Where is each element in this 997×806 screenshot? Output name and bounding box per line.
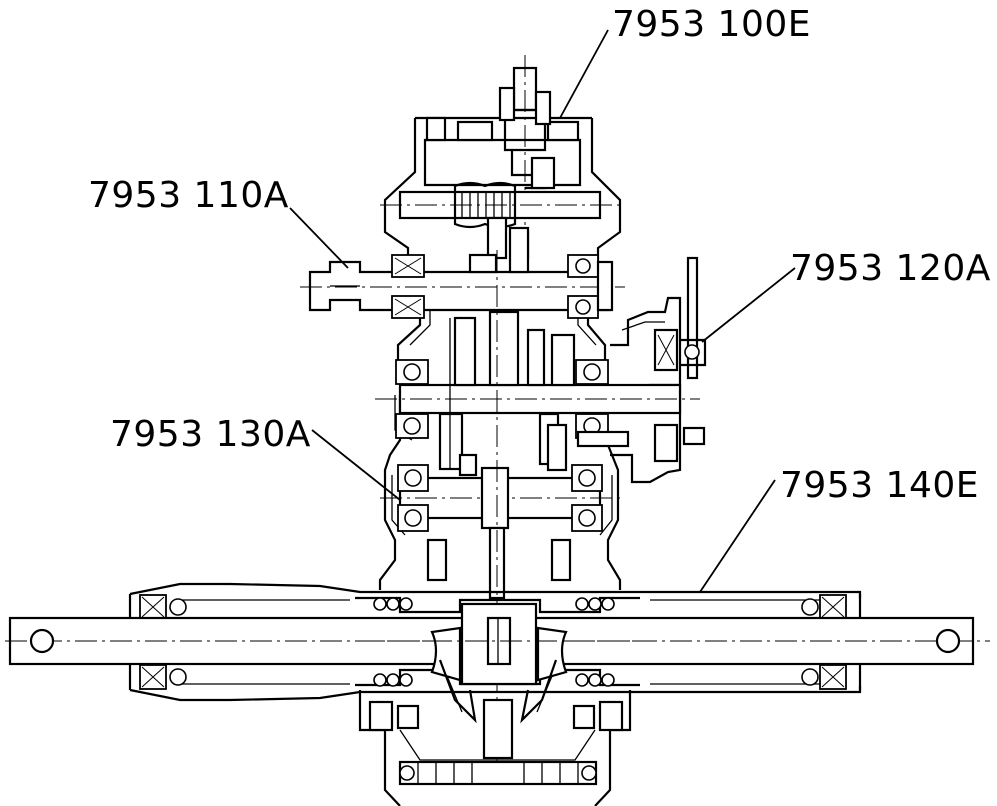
intermediate-shaft: [380, 250, 625, 780]
counter-shaft: [375, 310, 700, 471]
leader-120a: [701, 267, 796, 343]
leader-130a: [311, 429, 401, 501]
selector-shaft: [380, 181, 620, 260]
part-label-130a: 7953 130A: [110, 414, 311, 455]
leader-100e: [559, 29, 609, 119]
part-label-120a: 7953 120A: [790, 248, 991, 289]
part-label-110a: 7953 110A: [88, 175, 289, 216]
brake-assembly: [610, 256, 707, 484]
part-label-100e: 7953 100E: [612, 4, 811, 45]
leader-140e: [699, 479, 776, 593]
leader-lines: [289, 29, 796, 593]
lower-case: [358, 690, 632, 806]
input-shaft: [300, 226, 625, 319]
differential: [355, 596, 640, 724]
part-label-140e: 7953 140E: [780, 465, 979, 506]
leader-110a: [289, 207, 349, 269]
shift-lever-assembly: [498, 55, 556, 250]
